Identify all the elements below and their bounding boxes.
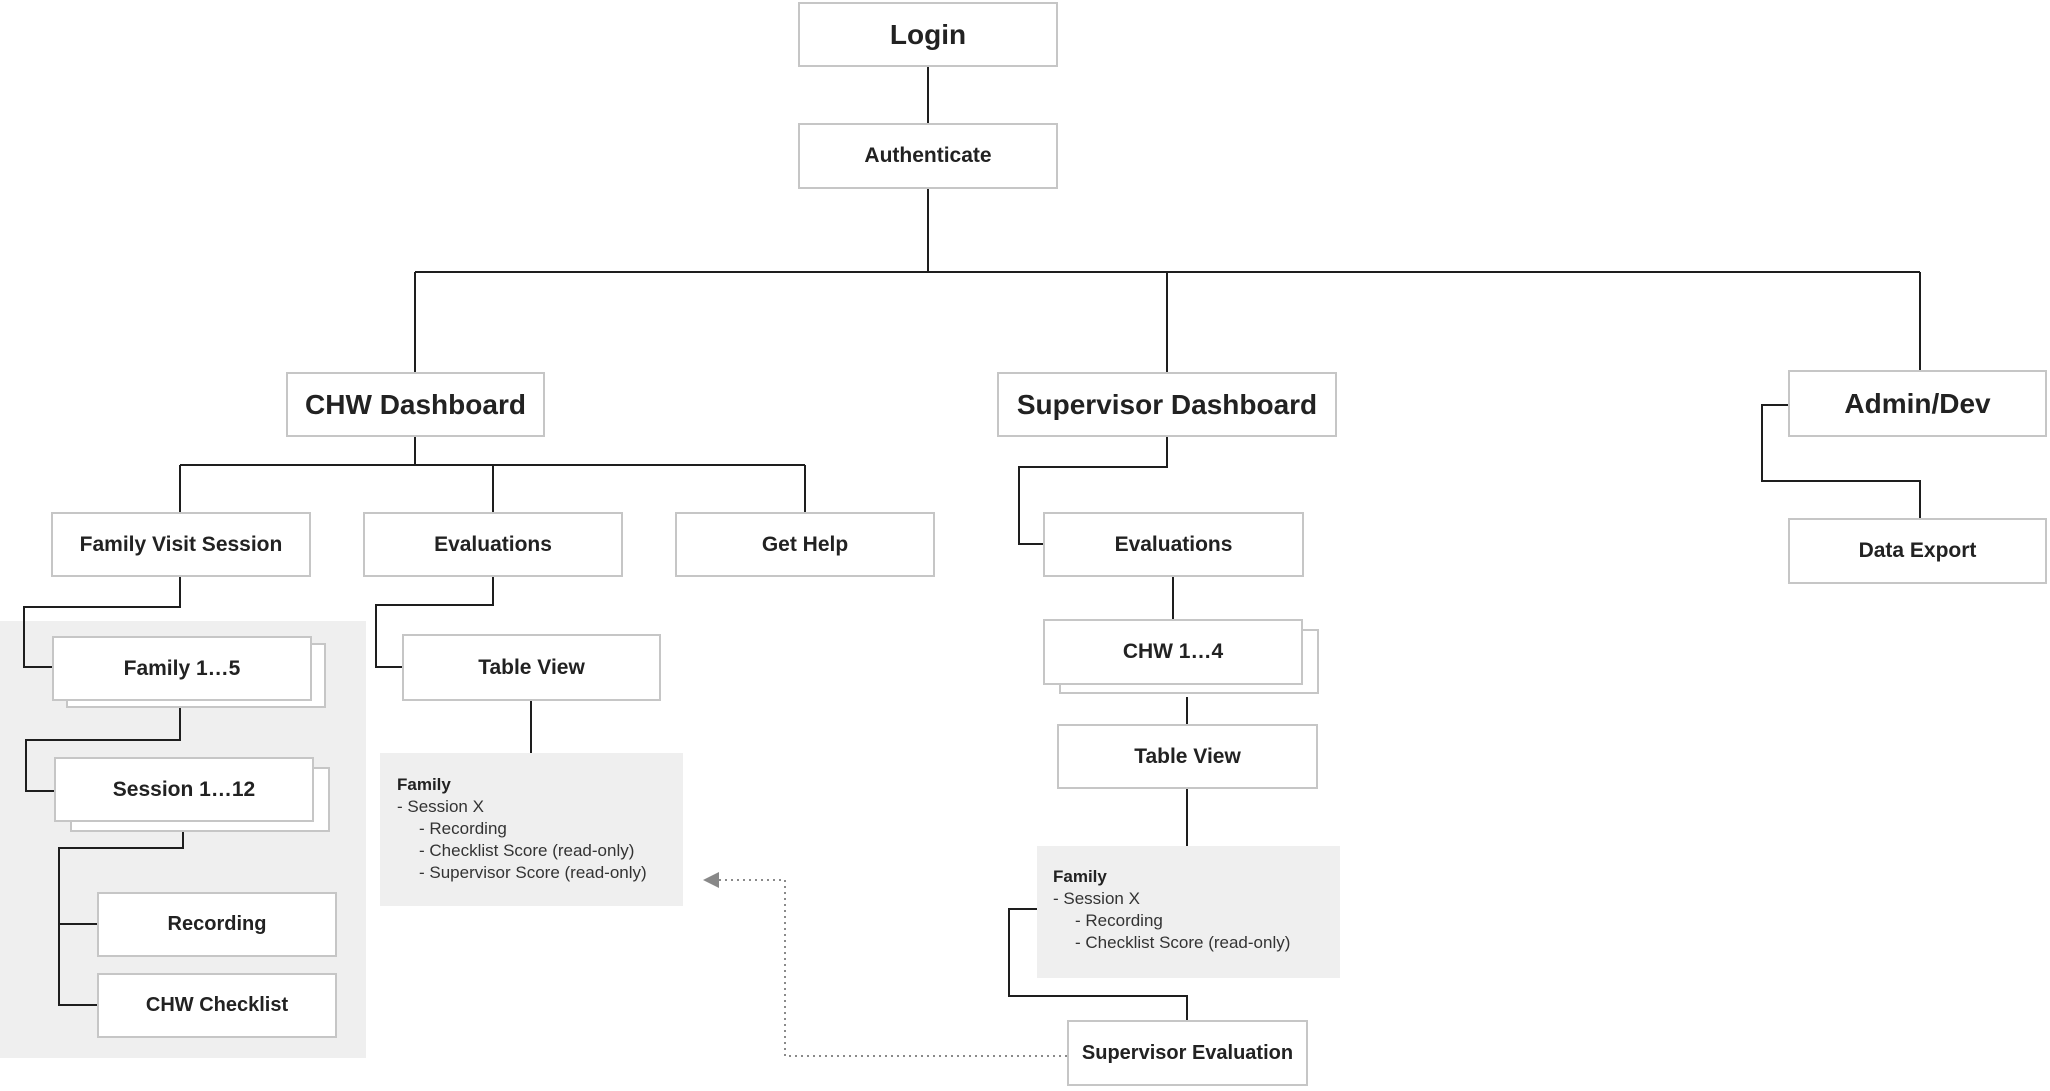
authenticate-node[interactable]: Authenticate bbox=[798, 123, 1058, 189]
supervisor-dashboard-node[interactable]: Supervisor Dashboard bbox=[997, 372, 1337, 437]
admin-dev-node[interactable]: Admin/Dev bbox=[1788, 370, 2047, 437]
login-node[interactable]: Login bbox=[798, 2, 1058, 67]
sup-table-details-line-checklist: - Checklist Score (read-only) bbox=[1075, 933, 1291, 952]
chw-table-details-line-session: - Session X bbox=[397, 797, 484, 816]
sup-table-view-node[interactable]: Table View bbox=[1057, 724, 1318, 789]
session-stack-node[interactable]: Session 1…12 bbox=[54, 757, 314, 822]
sup-table-details-panel bbox=[1037, 846, 1340, 978]
link-admin-data-export bbox=[1761, 404, 1921, 518]
chw-table-view-node[interactable]: Table View bbox=[402, 634, 661, 701]
link-family-visit-family bbox=[23, 577, 181, 668]
sup-table-details-line-session: - Session X bbox=[1053, 889, 1140, 908]
chw-table-details-line-checklist: - Checklist Score (read-only) bbox=[419, 841, 635, 860]
recording-node[interactable]: Recording bbox=[97, 892, 337, 957]
chw-table-details: Family - Session X - Recording - Checkli… bbox=[397, 774, 677, 894]
chw-table-details-title: Family bbox=[397, 775, 451, 794]
sup-table-details-line-recording: - Recording bbox=[1075, 911, 1163, 930]
chw-evaluations-node[interactable]: Evaluations bbox=[363, 512, 623, 577]
sup-evaluations-node[interactable]: Evaluations bbox=[1043, 512, 1304, 577]
sup-table-details-title: Family bbox=[1053, 867, 1107, 886]
supervisor-evaluation-node[interactable]: Supervisor Evaluation bbox=[1067, 1020, 1308, 1086]
get-help-node[interactable]: Get Help bbox=[675, 512, 935, 577]
chw-table-details-line-supervisor: - Supervisor Score (read-only) bbox=[419, 863, 647, 882]
chw-stack-node[interactable]: CHW 1…4 bbox=[1043, 619, 1303, 685]
link-details-supervisor-evaluation bbox=[1008, 908, 1188, 1020]
family-stack-node[interactable]: Family 1…5 bbox=[52, 636, 312, 701]
chw-table-details-line-recording: - Recording bbox=[419, 819, 507, 838]
link-evaluations-table bbox=[375, 577, 494, 668]
link-family-session bbox=[25, 701, 181, 792]
link-supervisor-evaluations bbox=[1018, 437, 1168, 545]
family-visit-session-node[interactable]: Family Visit Session bbox=[51, 512, 311, 577]
sup-table-details: Family - Session X - Recording - Checkli… bbox=[1053, 866, 1333, 966]
data-export-node[interactable]: Data Export bbox=[1788, 518, 2047, 584]
dotted-link-supervisor-evaluation-to-chw-table bbox=[703, 872, 1067, 1057]
link-session-items bbox=[58, 822, 184, 1006]
chw-dashboard-node[interactable]: CHW Dashboard bbox=[286, 372, 545, 437]
chw-table-details-panel bbox=[380, 753, 683, 906]
chw-checklist-node[interactable]: CHW Checklist bbox=[97, 973, 337, 1038]
